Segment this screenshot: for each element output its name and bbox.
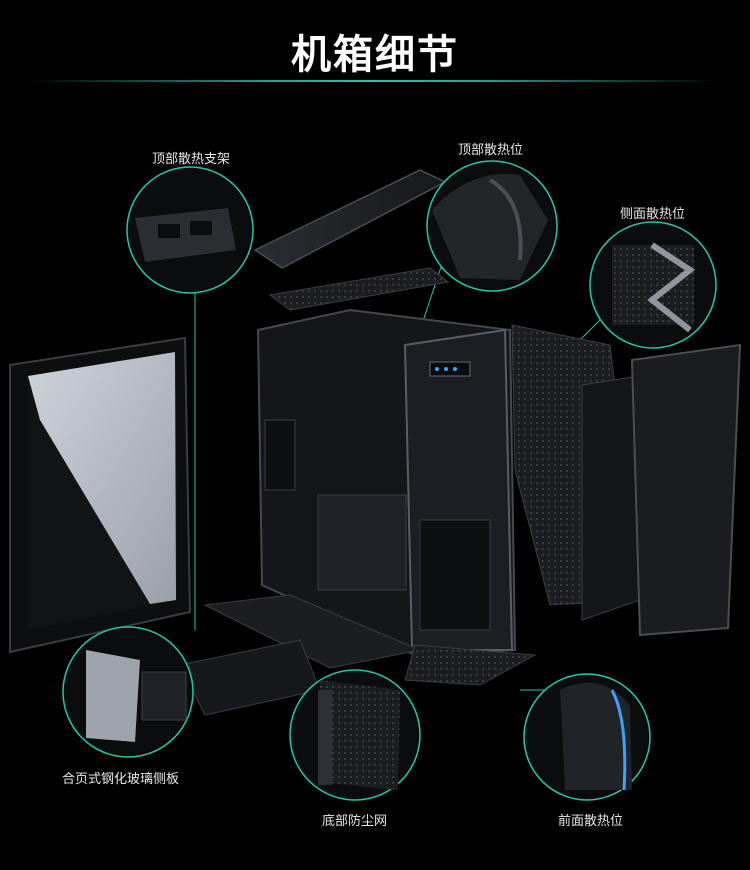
detail-front-vent bbox=[523, 673, 651, 801]
label-front-vent: 前面散热位 bbox=[558, 814, 624, 829]
title-divider bbox=[30, 80, 720, 82]
label-top-bracket: 顶部散热支架 bbox=[152, 152, 231, 167]
bottom-filter-part bbox=[404, 644, 537, 686]
front-panel bbox=[630, 343, 742, 637]
detail-glass-panel bbox=[62, 626, 194, 758]
detail-top-vent bbox=[426, 160, 558, 292]
label-glass-panel: 合页式钢化玻璃侧板 bbox=[62, 772, 180, 787]
top-bracket-part bbox=[253, 169, 447, 269]
detail-top-bracket bbox=[126, 166, 254, 294]
label-side-vent: 侧面散热位 bbox=[620, 207, 686, 222]
main-chassis bbox=[256, 308, 517, 657]
glass-side-panel bbox=[9, 336, 192, 654]
page-title: 机箱细节 bbox=[291, 32, 459, 78]
top-filter-part bbox=[268, 267, 450, 311]
label-top-vent: 顶部散热位 bbox=[458, 143, 524, 158]
label-bottom-filter: 底部防尘网 bbox=[322, 814, 388, 829]
detail-side-vent bbox=[589, 221, 717, 349]
detail-bottom-filter bbox=[289, 669, 421, 801]
